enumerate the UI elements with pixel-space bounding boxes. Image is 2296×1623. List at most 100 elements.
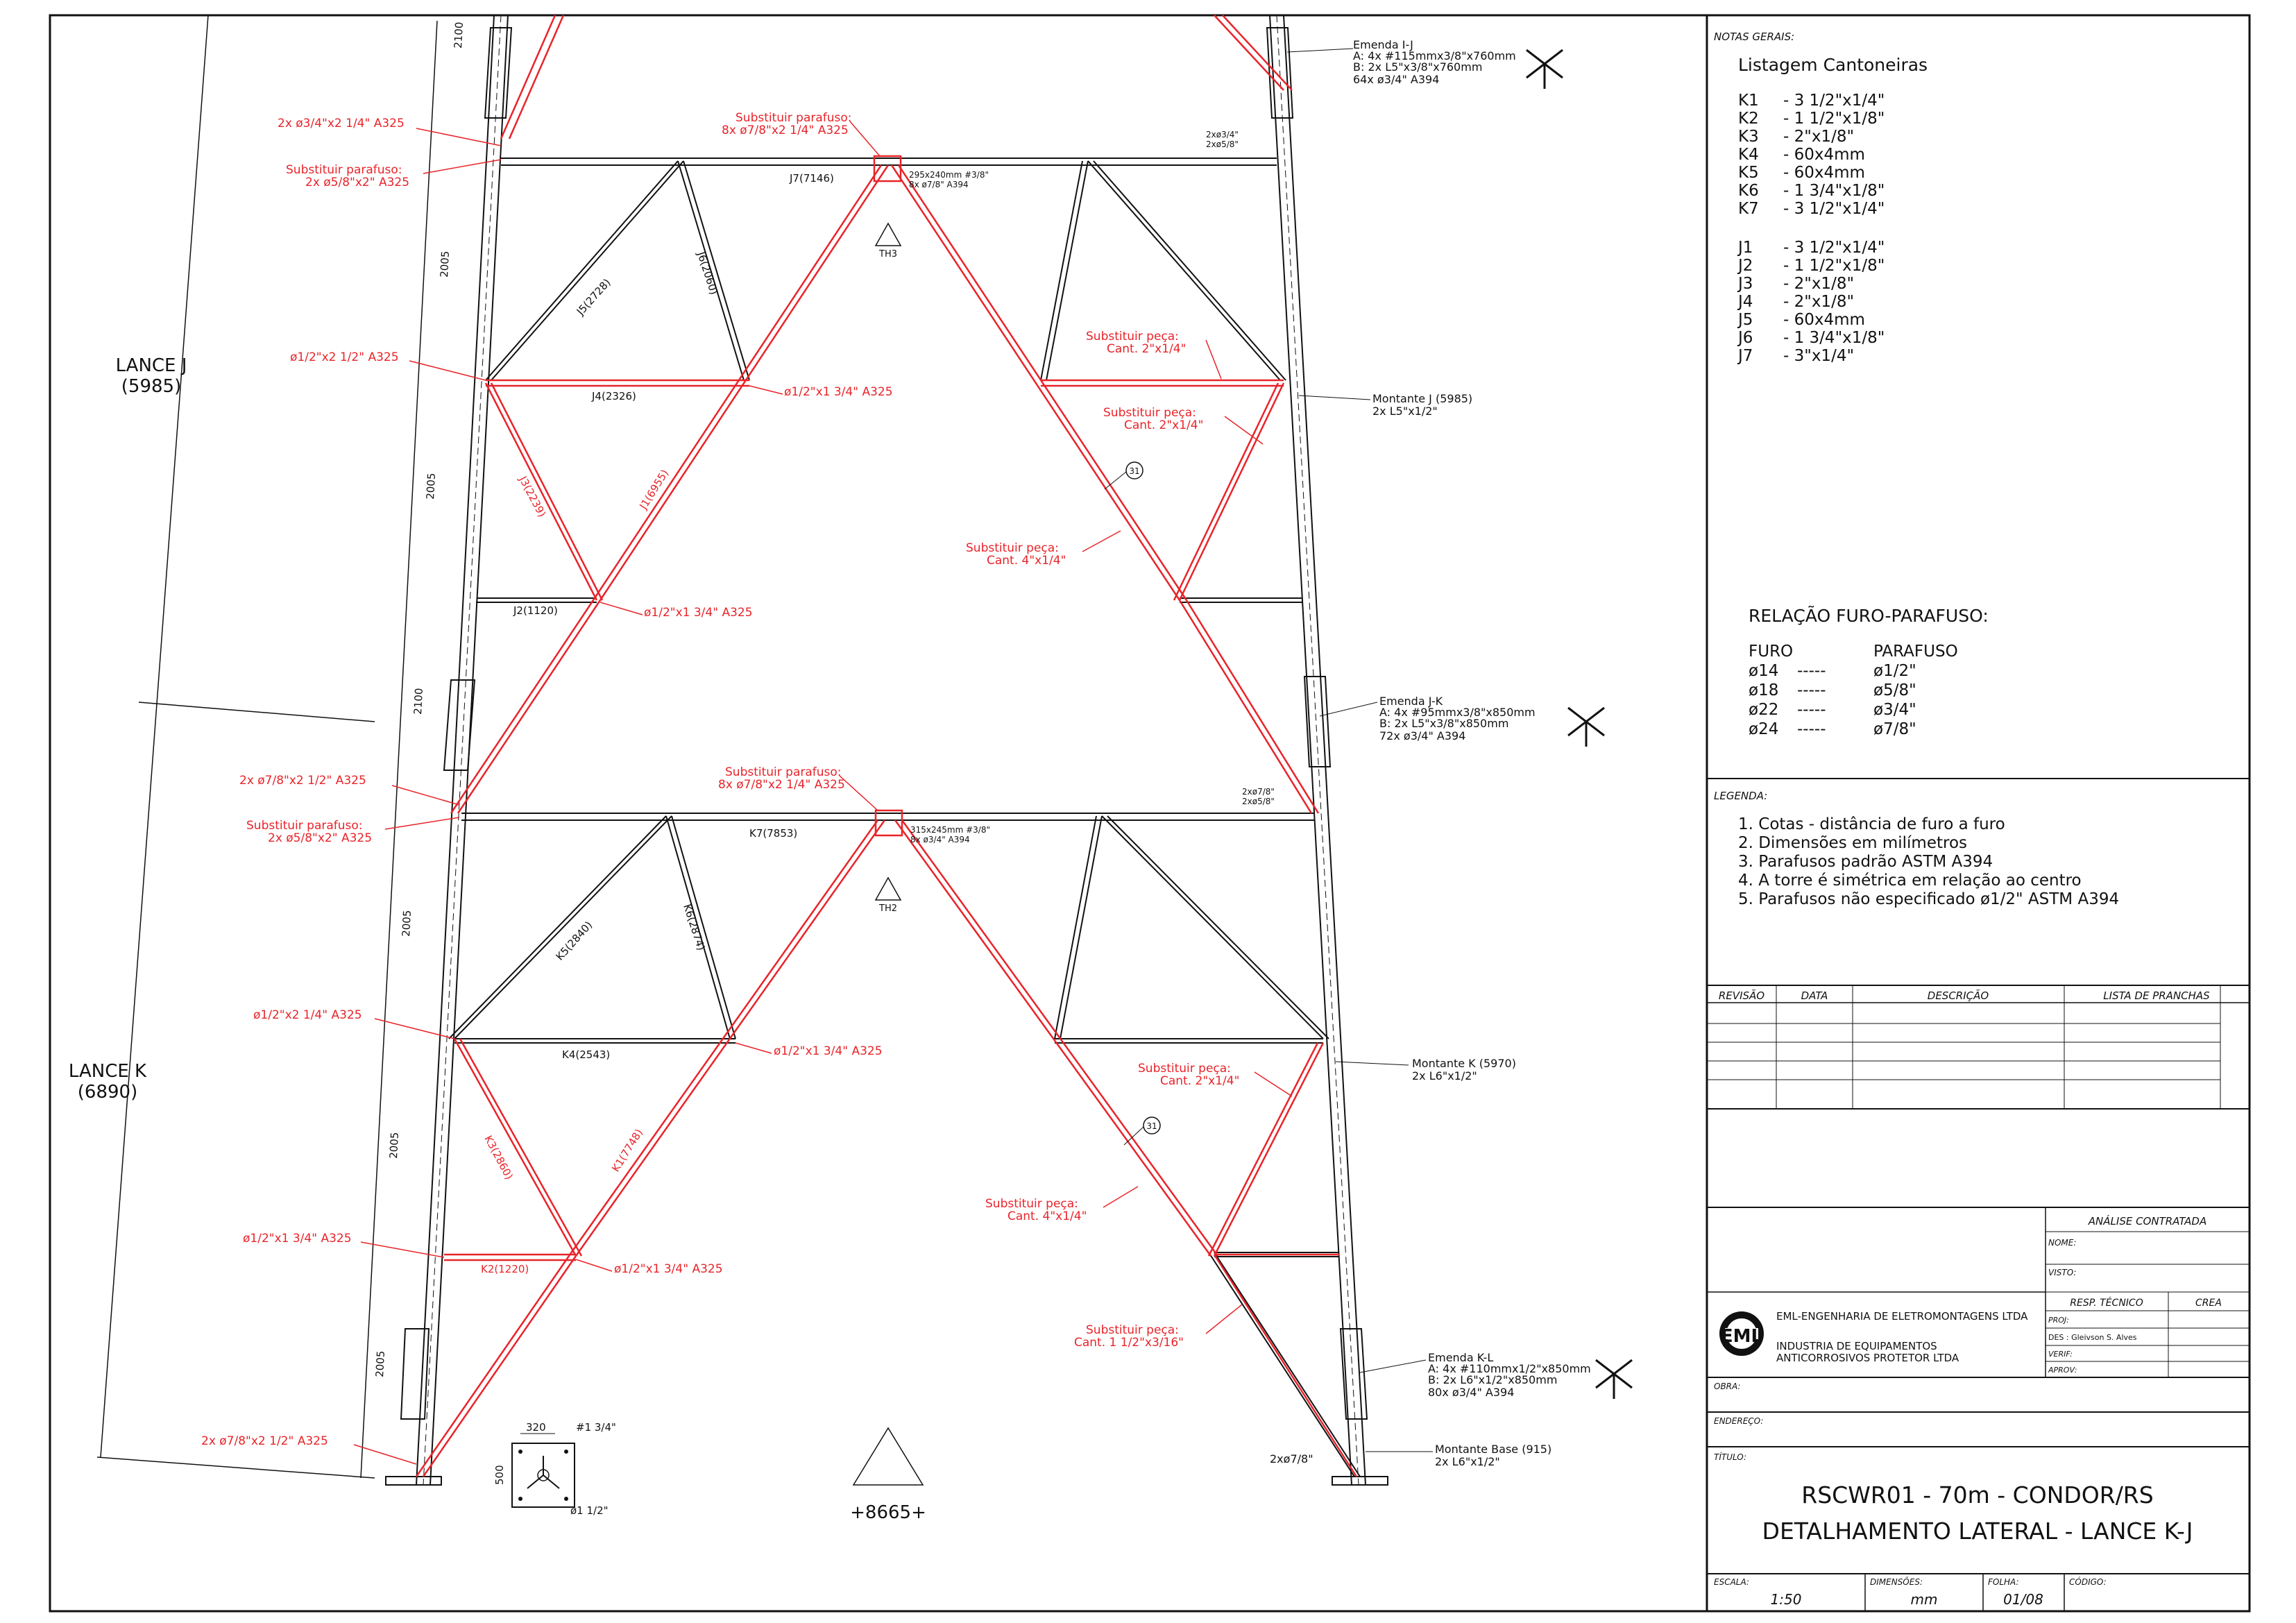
relacao-separator: ----- bbox=[1797, 720, 1826, 738]
member-labels: J7(7146) J5(2728) J6(2060) J4(2326) J3(2… bbox=[481, 172, 834, 1275]
cantoneira-id: K6 bbox=[1738, 182, 1759, 200]
furo-value: ø18 bbox=[1749, 681, 1778, 699]
emenda-ij-line: A: 4x #115mmx3/8"x760mm bbox=[1353, 49, 1516, 62]
drawing-title-1: RSCWR01 - 70m - CONDOR/RS bbox=[1801, 1481, 2153, 1509]
legenda-item: 3. Parafusos padrão ASTM A394 bbox=[1738, 853, 1993, 871]
cantoneira-id: K1 bbox=[1738, 92, 1759, 110]
leg-dim: 2100 bbox=[452, 22, 466, 49]
parafuso-value: ø1/2" bbox=[1873, 662, 1916, 680]
bolt-note: 2xø7/8" bbox=[1270, 1452, 1313, 1465]
leg-dim: 2005 bbox=[373, 1350, 387, 1377]
cantoneiras-title: Listagem Cantoneiras bbox=[1738, 55, 1928, 75]
cantoneira-id: J3 bbox=[1737, 275, 1753, 293]
folha-value: 01/08 bbox=[2003, 1591, 2043, 1608]
date-header: DATA bbox=[1801, 989, 1828, 1002]
item-31-label: 31 bbox=[1129, 466, 1139, 476]
cantoneira-id: J2 bbox=[1737, 257, 1753, 275]
markup-note: ø1/2"x1 3/4" A325 bbox=[614, 1262, 723, 1276]
cantoneira-id: J1 bbox=[1737, 239, 1753, 257]
member-label: J5(2728) bbox=[574, 276, 613, 318]
leg-dim: 2005 bbox=[438, 250, 452, 278]
left-leg-outer bbox=[416, 15, 495, 1486]
markup-note: Substituir parafuso: bbox=[286, 163, 402, 177]
red-annotations: 2x ø3/4"x2 1/4" A325 Substituir parafuso… bbox=[201, 111, 1293, 1465]
plate-mid-line: 315x245mm #3/8" bbox=[910, 825, 990, 835]
elevation-label: +8665+ bbox=[850, 1502, 926, 1523]
markup-note: Cant. 1 1/2"x3/16" bbox=[1074, 1336, 1184, 1350]
cantoneira-id: K3 bbox=[1738, 128, 1759, 146]
base-plate-detail: 320 #1 3/4" 500 ø1 1/2" bbox=[493, 1421, 616, 1517]
aprov-label: APROV: bbox=[2048, 1366, 2077, 1375]
markup-note: ø1/2"x1 3/4" A325 bbox=[243, 1232, 352, 1246]
cantoneira-id: K2 bbox=[1738, 110, 1759, 128]
th2-marker: TH2 bbox=[874, 876, 902, 914]
endereco-label: ENDEREÇO: bbox=[1714, 1416, 1763, 1426]
legenda-item: 4. A torre é simétrica em relação ao cen… bbox=[1738, 872, 2082, 890]
base-plate-hole: #1 3/4" bbox=[576, 1421, 616, 1434]
markup-note: Substituir peça: bbox=[1138, 1062, 1231, 1076]
cantoneira-spec: - 3 1/2"x1/4" bbox=[1783, 92, 1885, 110]
company-line-3: ANTICORROSIVOS PROTETOR LTDA bbox=[1776, 1352, 1959, 1364]
cantoneira-spec: - 1 3/4"x1/8" bbox=[1783, 182, 1885, 200]
splice-plate-mid-right bbox=[1303, 676, 1332, 767]
relacao-header-furo: FURO bbox=[1749, 643, 1793, 661]
cantoneira-spec: - 1 3/4"x1/8" bbox=[1783, 329, 1885, 347]
company-line-1: EML-ENGENHARIA DE ELETROMONTAGENS LTDA bbox=[1776, 1310, 2028, 1323]
folha-label: FOLHA: bbox=[1988, 1577, 2019, 1587]
base-plate-height: 500 bbox=[493, 1465, 506, 1485]
lance-j-label: LANCE J bbox=[116, 355, 187, 376]
right-leg-gauge bbox=[1276, 15, 1359, 1486]
emenda-jk-line: 72x ø3/4" A394 bbox=[1379, 729, 1465, 742]
cantoneiras-list: K1 - 3 1/2"x1/4" K2 - 1 1/2"x1/8" K3 - 2"x1… bbox=[1737, 92, 1885, 365]
cantoneira-spec: - 2"x1/8" bbox=[1783, 293, 1854, 311]
furo-value: ø14 bbox=[1749, 662, 1778, 680]
legenda-item: 5. Parafusos não especificado ø1/2" ASTM… bbox=[1738, 890, 2119, 908]
cantoneira-spec: - 3 1/2"x1/4" bbox=[1783, 200, 1885, 218]
markup-note: Substituir parafuso: bbox=[735, 111, 852, 125]
titulo-label: TÍTULO: bbox=[1714, 1452, 1746, 1462]
item-31-marks: 31 31 bbox=[1104, 461, 1161, 1146]
codigo-label: CÓDIGO: bbox=[2069, 1577, 2107, 1587]
member-label: J2(1120) bbox=[513, 604, 558, 617]
escala-label: ESCALA: bbox=[1714, 1577, 1749, 1587]
left-leg-gauge bbox=[423, 15, 502, 1486]
cantoneira-spec: - 60x4mm bbox=[1783, 311, 1865, 329]
drawing-title-2: DETALHAMENTO LATERAL - LANCE K-J bbox=[1762, 1518, 2193, 1545]
emenda-ij-line: 64x ø3/4" A394 bbox=[1353, 73, 1439, 86]
splice-plate-mid-left bbox=[443, 679, 476, 771]
item-31-label: 31 bbox=[1146, 1121, 1157, 1131]
legenda-list: 1. Cotas - distância de furo a furo 2. D… bbox=[1738, 815, 2119, 908]
right-leg-inner bbox=[1283, 15, 1366, 1486]
legenda-heading: LEGENDA: bbox=[1714, 790, 1767, 802]
montante-k-spec: 2x L6"x1/2" bbox=[1412, 1069, 1477, 1082]
cantoneira-spec: - 1 1/2"x1/8" bbox=[1783, 257, 1885, 275]
lance-k-length: (6890) bbox=[78, 1082, 137, 1103]
des-label: DES : Gleivson S. Alves bbox=[2048, 1333, 2137, 1342]
company-line-2: INDUSTRIA DE EQUIPAMENTOS bbox=[1776, 1340, 1937, 1352]
title-block: NOTAS GERAIS: Listagem Cantoneiras K1- 3… bbox=[1707, 31, 2250, 1611]
crea-label: CREA bbox=[2195, 1298, 2222, 1309]
orientation-symbol bbox=[1526, 49, 1633, 1399]
member-label: K2(1220) bbox=[481, 1263, 529, 1275]
bolt-note: 2xø5/8" bbox=[1242, 797, 1275, 806]
eml-logo: EML bbox=[1719, 1311, 1764, 1356]
black-members bbox=[448, 158, 1361, 1477]
emenda-jk-line: A: 4x #95mmx3/8"x850mm bbox=[1379, 706, 1536, 719]
lance-dimensions bbox=[96, 15, 438, 1479]
markup-note: Cant. 2"x1/4" bbox=[1124, 418, 1203, 432]
markup-note: Cant. 2"x1/4" bbox=[1107, 342, 1186, 356]
cantoneira-spec: - 3 1/2"x1/4" bbox=[1783, 239, 1885, 257]
markup-note: Substituir peça: bbox=[1086, 1323, 1179, 1337]
emenda-kl-title: Emenda K-L bbox=[1428, 1351, 1493, 1364]
markup-note: 2x ø3/4"x2 1/4" A325 bbox=[278, 117, 405, 130]
lance-k-label: LANCE K bbox=[69, 1061, 147, 1082]
member-label: K7(7853) bbox=[749, 827, 797, 840]
markup-note: ø1/2"x1 3/4" A325 bbox=[784, 385, 893, 399]
sheet-border bbox=[49, 14, 2251, 1613]
proj-label: PROJ: bbox=[2048, 1316, 2069, 1325]
cantoneira-id: K4 bbox=[1738, 146, 1759, 164]
description-header: DESCRIÇÃO bbox=[1928, 989, 1989, 1002]
lance-j-length: (5985) bbox=[121, 376, 181, 397]
markup-note: 2x ø7/8"x2 1/2" A325 bbox=[239, 774, 366, 788]
